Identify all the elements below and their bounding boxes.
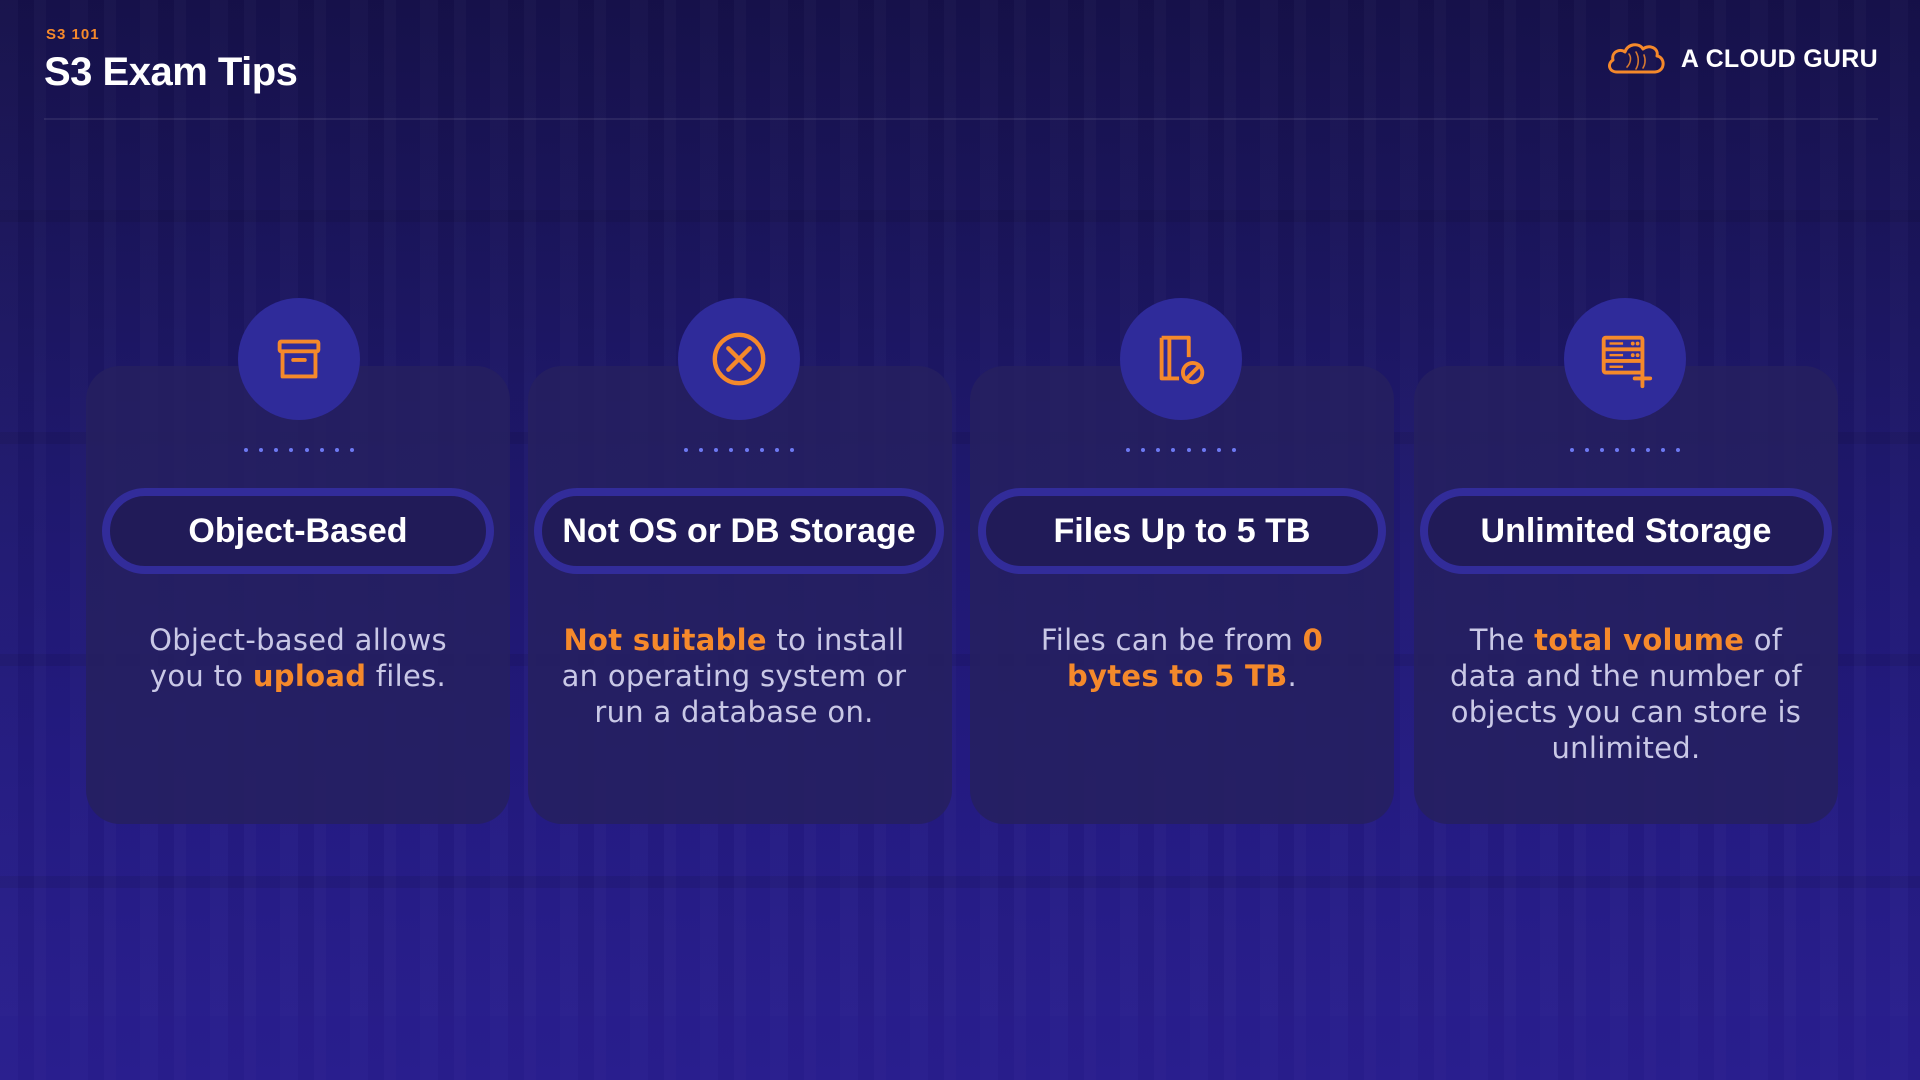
card-title: Object-Based xyxy=(188,511,408,550)
card-title-pill: Files Up to 5 TB xyxy=(978,488,1386,574)
header-divider xyxy=(44,118,1878,120)
brand-name: A CLOUD GURU xyxy=(1680,44,1878,73)
card-unlimited-storage xyxy=(1414,366,1838,824)
card-object-based xyxy=(86,366,510,824)
section-label: S3 101 xyxy=(46,26,100,43)
cloud-logo-icon xyxy=(1607,43,1665,74)
card-icon-badge xyxy=(1564,298,1686,420)
card-description: Files can be from 0 bytes to 5 TB. xyxy=(1002,622,1362,694)
card-description: Object-based allows you to upload files. xyxy=(118,622,478,694)
card-title-pill: Unlimited Storage xyxy=(1420,488,1832,574)
card-icon-badge xyxy=(238,298,360,420)
card-not-os-db-storage xyxy=(528,366,952,824)
description-highlight: Not suitable xyxy=(563,623,767,657)
card-description: The total volume of data and the number … xyxy=(1446,622,1806,766)
description-text: of data and the number of objects you ca… xyxy=(1449,623,1803,765)
description-text: to install an operating system or run a … xyxy=(561,623,907,729)
card-title-pill: Not OS or DB Storage xyxy=(534,488,944,574)
dotted-separator xyxy=(1570,448,1680,456)
description-highlight: total volume xyxy=(1534,623,1745,657)
card-description: Not suitable to install an operating sys… xyxy=(554,622,914,730)
brand: A CLOUD GURU xyxy=(1605,38,1878,80)
card-title: Not OS or DB Storage xyxy=(562,511,916,550)
description-text: The xyxy=(1469,623,1535,657)
dotted-separator xyxy=(1126,448,1236,456)
server-add-icon xyxy=(1601,335,1653,389)
description-text: . xyxy=(1287,659,1298,693)
card-title: Files Up to 5 TB xyxy=(1053,511,1311,550)
card-icon-badge xyxy=(678,298,800,420)
card-files-up-to-5tb xyxy=(970,366,1394,824)
file-size-limit-icon xyxy=(1159,335,1205,385)
page-title: S3 Exam Tips xyxy=(44,50,298,94)
description-text: files. xyxy=(366,659,447,693)
description-highlight: 0 bytes to 5 TB xyxy=(1066,623,1324,693)
description-text: Object-based allows you to xyxy=(149,623,447,693)
circle-x-icon xyxy=(712,332,766,386)
bottom-band xyxy=(0,1016,1920,1080)
card-title-pill: Object-Based xyxy=(102,488,494,574)
description-text: Files can be from xyxy=(1040,623,1303,657)
archive-box-icon xyxy=(277,339,321,379)
card-icon-badge xyxy=(1120,298,1242,420)
card-title: Unlimited Storage xyxy=(1480,511,1772,550)
dotted-separator xyxy=(684,448,794,456)
description-highlight: upload xyxy=(252,659,367,693)
dotted-separator xyxy=(244,448,354,456)
